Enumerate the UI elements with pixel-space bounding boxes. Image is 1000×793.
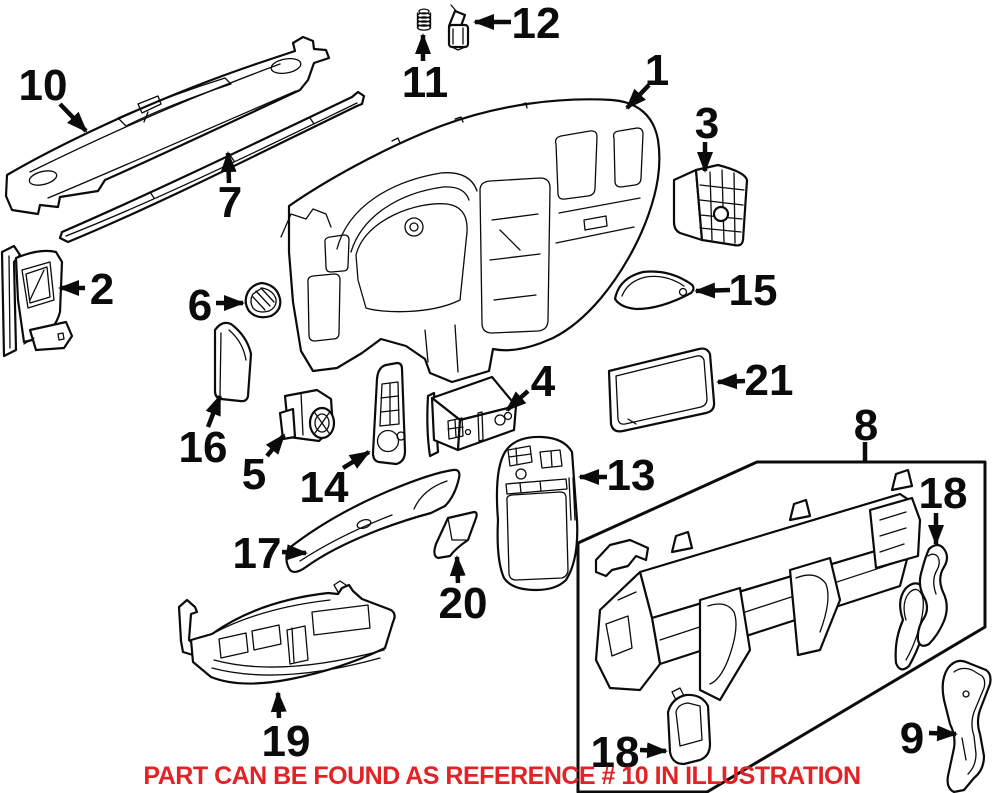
label-13: 13 [578, 451, 656, 500]
part-number-11: 11 [402, 58, 449, 107]
leader-arrow [220, 151, 237, 184]
label-6: 6 [188, 281, 245, 330]
part-14-drawing [371, 361, 407, 466]
part-number-5: 5 [242, 450, 266, 499]
part-1-drawing [280, 98, 661, 384]
part-number-9: 9 [900, 714, 924, 763]
part-number-10: 10 [19, 61, 68, 110]
label-15: 15 [694, 266, 778, 315]
part-number-3: 3 [695, 99, 719, 148]
label-3: 3 [695, 99, 719, 173]
part-number-16: 16 [179, 423, 228, 472]
leader-arrow [639, 742, 668, 759]
part-number-12: 12 [512, 0, 561, 48]
part-number-7: 7 [218, 178, 242, 227]
part-13-drawing [495, 435, 579, 592]
leader-arrow [270, 691, 287, 719]
part-4-drawing [426, 375, 518, 458]
part-number-6: 6 [188, 281, 212, 330]
part-5-drawing [278, 388, 336, 443]
label-4: 4 [505, 357, 556, 412]
part-number-4: 4 [531, 357, 556, 406]
leader-arrow [58, 102, 88, 133]
part-number-8: 8 [854, 401, 878, 450]
part-number-1: 1 [645, 46, 669, 95]
part-21-drawing [607, 347, 716, 433]
part-18-lower-drawing [666, 687, 712, 766]
label-17: 17 [233, 529, 308, 578]
part-17-drawing [285, 468, 461, 574]
part-7-drawing [58, 90, 366, 244]
labels-layer: 10 7 11 12 13 2 6 15 16 5 14 4 21 13 17 20 8 18 18 9 19 [19, 0, 968, 777]
label-18-upper: 18 [919, 469, 968, 546]
part-3-drawing [672, 163, 749, 247]
label-5: 5 [242, 433, 286, 499]
part-6-drawing [244, 281, 282, 319]
label-14: 14 [300, 450, 371, 512]
label-19: 19 [262, 691, 311, 766]
part-15-drawing [613, 270, 695, 311]
part-number-17: 17 [233, 529, 282, 578]
leader-arrow [716, 373, 746, 390]
part-number-18-upper: 18 [919, 469, 968, 518]
part-8-drawing [594, 468, 922, 702]
label-8: 8 [854, 401, 878, 461]
part-20-drawing [433, 510, 478, 560]
label-10: 10 [19, 61, 88, 133]
part-number-15: 15 [729, 266, 778, 315]
label-9: 9 [900, 714, 958, 763]
part-9-drawing [941, 659, 992, 793]
part-18-upper-drawing [894, 543, 949, 671]
leader-arrow [625, 83, 651, 110]
label-21: 21 [716, 356, 794, 405]
part-number-21: 21 [745, 356, 794, 405]
label-16: 16 [179, 394, 228, 472]
label-11: 11 [402, 33, 449, 107]
part-number-13: 13 [607, 451, 656, 500]
part-number-19: 19 [262, 717, 311, 766]
part-19-drawing [177, 580, 396, 685]
part-number-20: 20 [439, 579, 488, 628]
leader-arrow [505, 389, 530, 412]
label-2: 2 [58, 265, 114, 314]
part-16-drawing [213, 321, 253, 403]
leader-arrow [449, 555, 466, 584]
leader-arrow [205, 394, 223, 428]
part-10-drawing [4, 35, 331, 216]
leader-arrow [694, 282, 731, 299]
part-2-drawing [0, 244, 74, 358]
leader-arrow [281, 544, 308, 561]
label-18-lower: 18 [591, 728, 668, 777]
leader-arrow [265, 433, 286, 458]
part-11-drawing [416, 8, 432, 31]
label-20: 20 [439, 555, 488, 628]
caption: PART CAN BE FOUND AS REFERENCE # 10 IN I… [143, 762, 860, 790]
label-1: 1 [625, 46, 669, 110]
leader-arrow [928, 725, 958, 742]
part-number-14: 14 [300, 463, 349, 512]
part-number-2: 2 [90, 265, 114, 314]
label-7: 7 [218, 151, 242, 227]
leader-arrow [341, 450, 371, 470]
part-number-18-lower: 18 [591, 728, 640, 777]
part-12-drawing [447, 4, 470, 51]
label-12: 12 [473, 0, 561, 48]
